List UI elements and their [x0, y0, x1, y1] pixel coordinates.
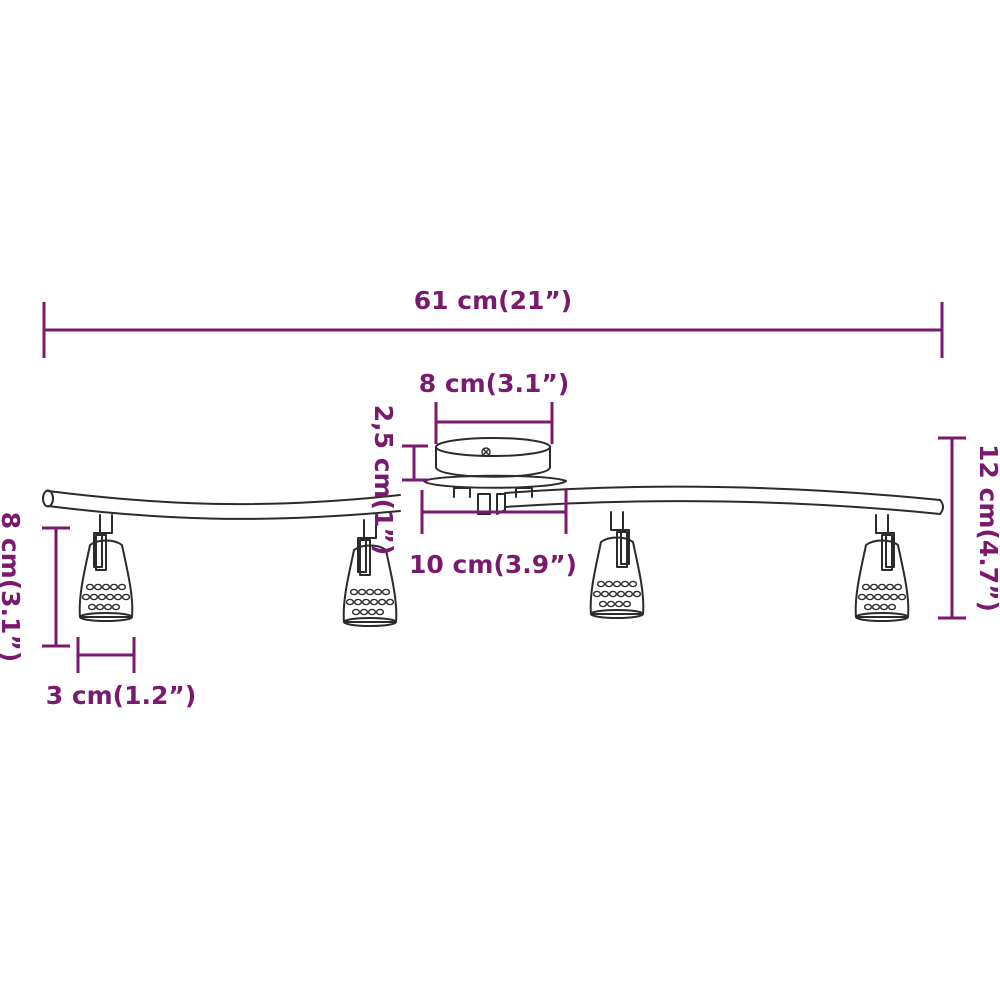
- spot-diameter-label: 3 cm(1.2”): [46, 681, 197, 710]
- bracket-width-label: 10 cm(3.9”): [409, 550, 577, 579]
- canopy-diameter-label: 8 cm(3.1”): [419, 369, 570, 398]
- lamp-drawing: [42, 437, 944, 627]
- dim-canopy-height: 2,5 cm(1”): [369, 405, 428, 556]
- total-height-label: 12 cm(4.7”): [974, 444, 1000, 612]
- spotlight-4: [854, 514, 910, 622]
- dim-spot-height: 8 cm(3.1”): [0, 512, 70, 663]
- spotlight-2: [342, 519, 398, 627]
- spotlight-3: [589, 511, 645, 619]
- lamp-bar: [42, 485, 944, 520]
- dim-canopy-diameter: 8 cm(3.1”): [419, 369, 570, 444]
- dim-total-height: 12 cm(4.7”): [938, 436, 1000, 620]
- canopy-height-label: 2,5 cm(1”): [369, 405, 398, 556]
- ceiling-canopy: [423, 437, 567, 515]
- overall-length-label: 61 cm(21”): [414, 286, 572, 315]
- dim-overall-length: 61 cm(21”): [42, 286, 944, 358]
- spotlight-1: [78, 514, 134, 622]
- dim-bracket-width: 10 cm(3.9”): [409, 490, 577, 579]
- dim-spot-diameter: 3 cm(1.2”): [46, 637, 197, 710]
- spot-height-label: 8 cm(3.1”): [0, 512, 25, 663]
- dimension-annotations: 61 cm(21”) 8 cm(3.1”) 2,5 cm(1”) 10 cm(3…: [0, 286, 1000, 710]
